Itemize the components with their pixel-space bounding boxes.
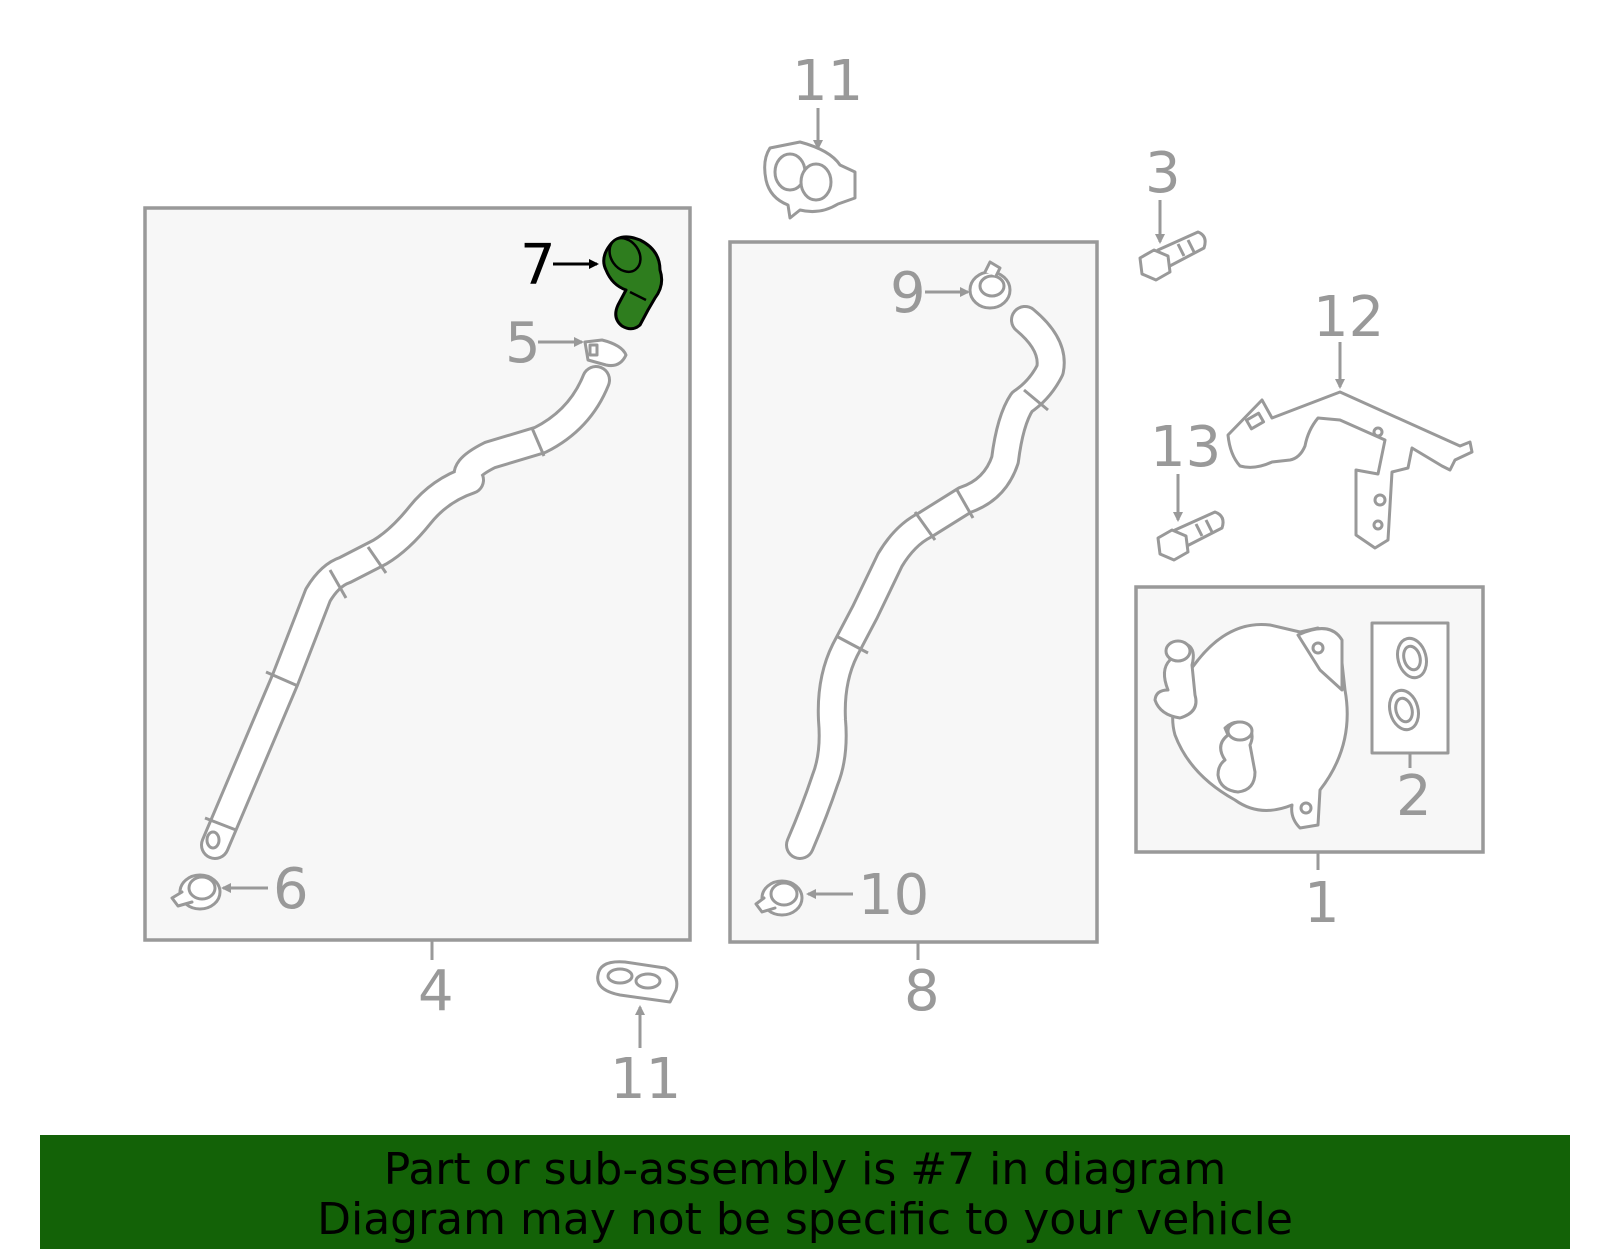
callout-9: 9 [890,261,926,326]
callout-8: 8 [904,959,940,1024]
bolt-3 [1138,230,1207,282]
banner-line-1: Part or sub-assembly is #7 in diagram [383,1144,1227,1195]
callout-12: 12 [1313,285,1384,350]
clamp-5 [583,338,628,367]
callout-1: 1 [1304,871,1340,936]
callout-11-top: 11 [792,49,863,114]
grommet-11-bottom [596,960,679,1004]
callout-7: 7 [520,233,556,298]
callout-11-bottom: 11 [610,1047,681,1112]
callout-13: 13 [1150,415,1221,480]
clamp-9 [968,260,1012,310]
callout-2: 2 [1396,764,1432,829]
clamp-10 [754,879,804,917]
hose-4 [200,365,611,860]
seals-2 [1388,636,1428,732]
callout-10: 10 [858,863,929,928]
callout-6: 6 [273,857,309,922]
banner-line-2: Diagram may not be specific to your vehi… [317,1194,1293,1245]
callout-3: 3 [1145,141,1181,206]
bolt-13 [1156,510,1225,562]
callout-4: 4 [418,959,454,1024]
callout-5: 5 [505,311,541,376]
hose-8 [785,305,1066,860]
bracket-12 [1226,390,1474,550]
highlighted-part-7 [602,235,664,331]
grommet-11-top [763,140,857,220]
clamp-6 [170,873,222,911]
oil-cooler-1 [1153,622,1349,830]
notice-banner: Part or sub-assembly is #7 in diagram Di… [40,1135,1570,1249]
